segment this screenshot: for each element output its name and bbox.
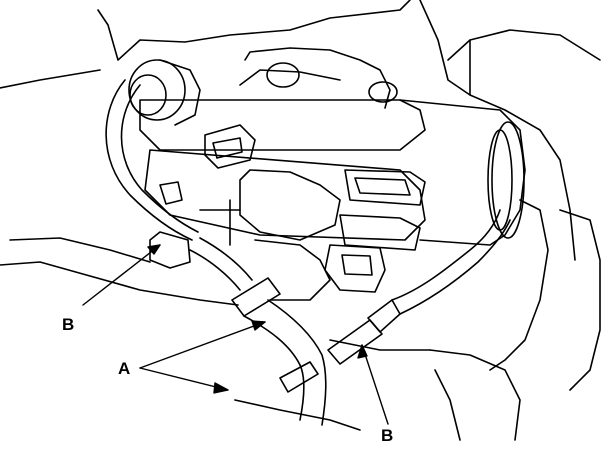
- callout-leaders: [82, 244, 389, 425]
- engine-background-outline: [0, 0, 601, 441]
- fuel-hose-right: [327, 209, 511, 365]
- leader-b-left: [82, 244, 161, 306]
- callout-label-b-left: B: [62, 315, 75, 334]
- leader-b-right: [361, 344, 389, 425]
- arrowhead-a-upper: [251, 320, 266, 331]
- leader-a-upper: [139, 321, 266, 369]
- fuel-rail-assembly: [128, 47, 526, 301]
- callout-label-b-right: B: [381, 426, 394, 445]
- fuel-hose-upper: [189, 237, 327, 426]
- leader-a-lower: [139, 367, 229, 391]
- callout-label-a: A: [118, 359, 131, 378]
- wire-harness: [105, 79, 199, 269]
- arrowhead-b-right: [357, 344, 368, 359]
- arrowhead-a-lower: [213, 382, 229, 394]
- arrowhead-b-left: [147, 244, 161, 255]
